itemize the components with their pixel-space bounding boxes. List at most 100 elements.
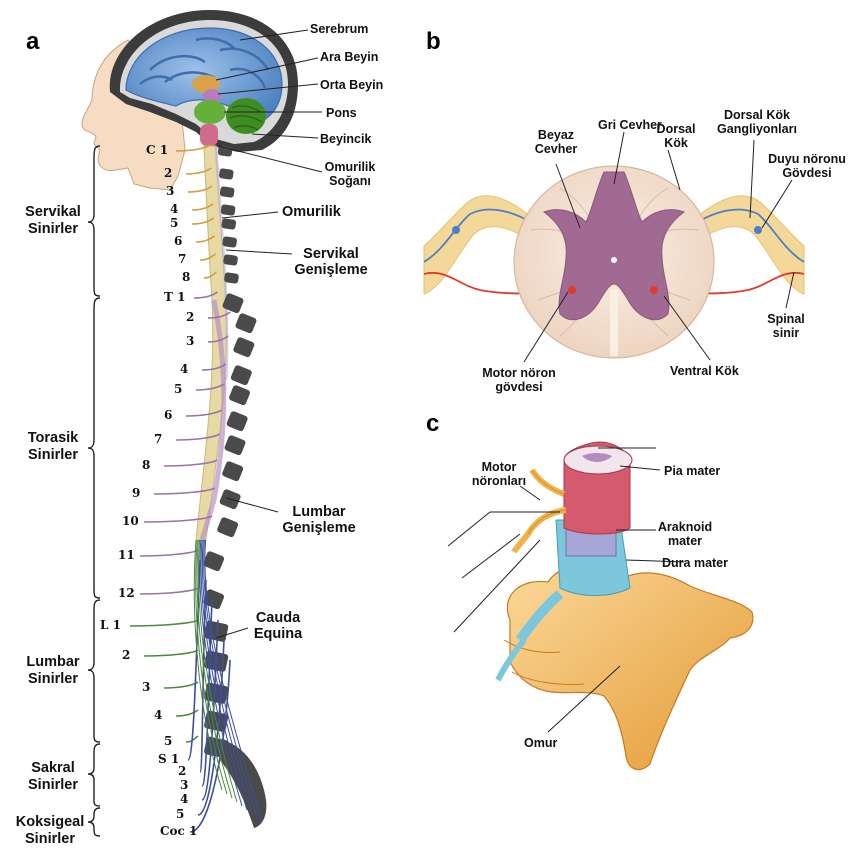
region-lumbar-l1: Lumbar xyxy=(18,654,88,671)
vertebra-block xyxy=(230,364,253,386)
label-pons: Pons xyxy=(326,106,357,120)
segment-label: 5 xyxy=(174,382,182,396)
label-beyincik: Beyincik xyxy=(320,132,371,146)
brace-sacral xyxy=(88,744,100,806)
brace-lumbar xyxy=(88,600,100,742)
label-duyu-noronu: Duyu nöronu Gövdesi xyxy=(766,152,848,180)
segment-label: 7 xyxy=(154,432,162,446)
label-cauda-equina: Cauda Equina xyxy=(248,610,308,642)
label-dorsal-kok-l1: Dorsal xyxy=(654,122,698,136)
label-motor-noron-govdesi-l2: gövdesi xyxy=(474,380,564,394)
label-cauda-equina-l1: Cauda xyxy=(248,610,308,626)
panel-label-c: c xyxy=(426,410,439,438)
brace-cervical xyxy=(88,146,100,296)
label-araknoid-mater-l2: mater xyxy=(650,534,720,548)
label-serebrum: Serebrum xyxy=(310,22,368,36)
label-orta-beyin: Orta Beyin xyxy=(320,78,383,92)
label-omurilik-sogani-l1: Omurilik xyxy=(320,160,380,174)
label-motor-noronlari: Motor nöronları xyxy=(464,460,534,488)
label-araknoid-mater: Araknoid mater xyxy=(650,520,720,548)
pons xyxy=(194,100,226,124)
vertebra-block xyxy=(222,236,237,248)
vertebra-block xyxy=(226,410,249,432)
label-ara-beyin: Ara Beyin xyxy=(320,50,378,64)
label-omurilik: Omurilik xyxy=(282,204,341,220)
segment-label: 8 xyxy=(142,458,150,472)
region-koksigeal-l1: Koksigeal xyxy=(10,814,90,831)
segment-label: S 1 xyxy=(158,752,179,766)
spinal-nerve xyxy=(140,550,198,556)
label-beyaz-cevher-l1: Beyaz xyxy=(524,128,588,142)
label-motor-noron-govdesi-l1: Motor nöron xyxy=(474,366,564,380)
segment-label: C 1 xyxy=(146,143,168,157)
segment-label: 5 xyxy=(170,216,178,230)
region-servikal: Servikal Sinirler xyxy=(18,204,88,238)
spinal-nerve xyxy=(140,588,198,594)
spinal-nerve xyxy=(144,650,198,656)
label-lumbar-genisleme-l1: Lumbar xyxy=(274,504,364,520)
segment-label: 3 xyxy=(142,680,150,694)
label-dorsal-kok-gangliyon: Dorsal Kök Gangliyonları xyxy=(712,108,802,136)
panel-label-a: a xyxy=(26,28,39,56)
label-ventral-kok: Ventral Kök xyxy=(670,364,739,378)
segment-label: Coc 1 xyxy=(160,824,197,838)
label-omur: Omur xyxy=(524,736,557,750)
vertebra-block xyxy=(228,384,251,406)
region-lumbar: Lumbar Sinirler xyxy=(18,654,88,688)
label-lumbar-genisleme-l2: Genişleme xyxy=(274,520,364,536)
segment-label: 4 xyxy=(154,708,162,722)
segment-label: 3 xyxy=(186,334,194,348)
label-dorsal-kok: Dorsal Kök xyxy=(654,122,698,150)
region-koksigeal: Koksigeal Sinirler xyxy=(10,814,90,848)
label-servikal-genisleme-l1: Servikal xyxy=(292,246,370,262)
label-omurilik-sogani-l2: Soğanı xyxy=(320,174,380,188)
label-motor-noron-govdesi: Motor nöron gövdesi xyxy=(474,366,564,394)
segment-label: T 1 xyxy=(164,290,185,304)
segment-label: 5 xyxy=(176,807,184,821)
segment-label: 3 xyxy=(166,184,174,198)
label-beyaz-cevher-l2: Cevher xyxy=(524,142,588,156)
region-sakral: Sakral Sinirler xyxy=(18,760,88,794)
vertebra-block xyxy=(224,272,239,284)
label-duyu-noronu-l1: Duyu nöronu xyxy=(766,152,848,166)
label-motor-noronlari-l1: Motor xyxy=(464,460,534,474)
segment-label: 6 xyxy=(164,408,172,422)
label-dorsal-kok-gangliyon-l2: Gangliyonları xyxy=(712,122,802,136)
vertebra-block xyxy=(221,218,236,230)
label-spinal-sinir-l1: Spinal xyxy=(760,312,812,326)
segment-label: 4 xyxy=(180,792,188,806)
label-servikal-genisleme-l2: Genişleme xyxy=(292,262,370,278)
vertebra-block xyxy=(221,460,244,482)
medulla xyxy=(200,124,218,146)
segment-label: 9 xyxy=(132,486,140,500)
region-torasik-l1: Torasik xyxy=(18,430,88,447)
segment-label: 2 xyxy=(164,166,172,180)
panel-a-illustration xyxy=(82,10,322,836)
label-dura-mater: Dura mater xyxy=(662,556,728,570)
region-sakral-l2: Sinirler xyxy=(18,777,88,794)
vertebra-block xyxy=(235,312,258,334)
label-spinal-sinir-l2: sinir xyxy=(760,326,812,340)
region-braces xyxy=(88,146,100,836)
label-gri-cevher: Gri Cevher xyxy=(598,118,662,132)
brace-thoracic xyxy=(88,298,100,598)
region-servikal-l2: Sinirler xyxy=(18,221,88,238)
vertebra-block xyxy=(223,254,238,266)
label-servikal-genisleme: Servikal Genişleme xyxy=(292,246,370,278)
ventral-fissure xyxy=(610,290,618,356)
label-cauda-equina-l2: Equina xyxy=(248,626,308,642)
label-lumbar-genisleme: Lumbar Genişleme xyxy=(274,504,364,536)
left-motor-neuron xyxy=(568,286,576,294)
label-motor-noronlari-l2: nöronları xyxy=(464,474,534,488)
segment-label: 2 xyxy=(186,310,194,324)
label-spinal-sinir: Spinal sinir xyxy=(760,312,812,340)
spinal-nerve xyxy=(130,620,198,626)
vertebra-block xyxy=(220,204,235,216)
label-duyu-noronu-l2: Gövdesi xyxy=(766,166,848,180)
segment-label: 10 xyxy=(122,514,139,528)
panel-b-illustration xyxy=(424,132,804,362)
label-pia-mater: Pia mater xyxy=(664,464,720,478)
vertebra-block xyxy=(224,434,247,456)
panel-c-illustration xyxy=(448,442,753,770)
panel-label-b: b xyxy=(426,28,441,56)
